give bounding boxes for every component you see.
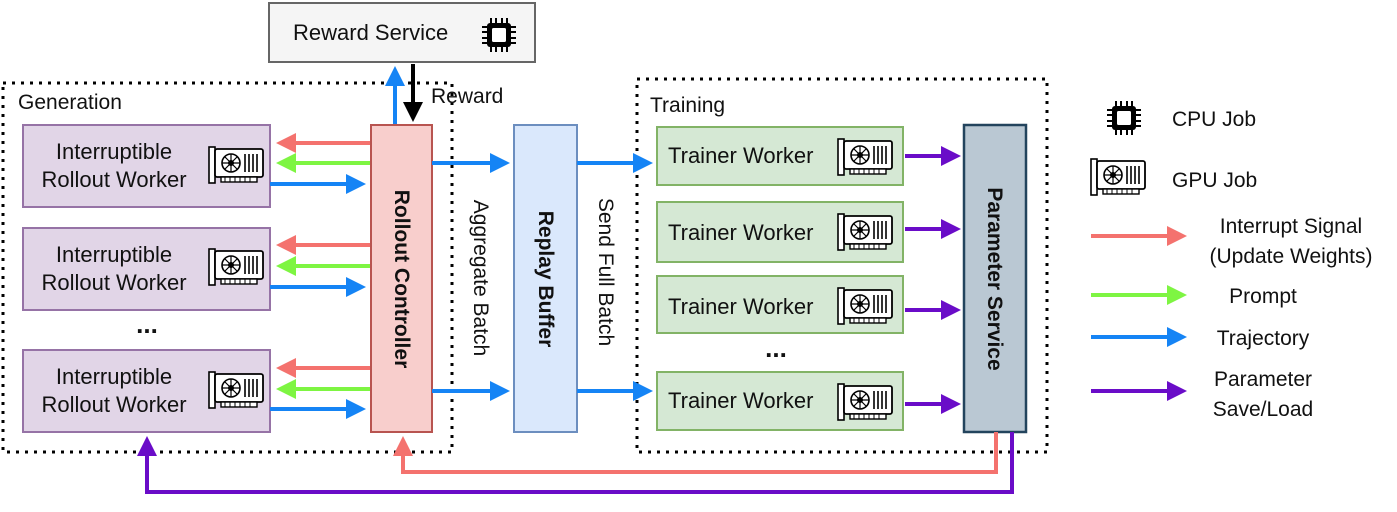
worker-controller-arrows — [270, 133, 370, 419]
reward-service-label: Reward Service — [293, 20, 448, 45]
legend-interrupt-line1: Interrupt Signal — [1220, 215, 1362, 238]
trainer-worker-4: Trainer Worker — [656, 371, 904, 431]
rollout-worker-2-line2: Rollout Worker — [41, 270, 186, 295]
gpu-card-icon — [837, 287, 893, 325]
legend-prompt: Prompt — [1229, 285, 1297, 308]
trainer-workers-ellipsis: ... — [765, 333, 787, 363]
trainer-worker-1-label: Trainer Worker — [668, 143, 813, 168]
legend-gpu-job: GPU Job — [1172, 169, 1257, 192]
trainer-to-param-arrows — [905, 146, 961, 414]
generation-group-border — [1, 81, 454, 454]
parameter-service-label: Parameter Service — [983, 187, 1006, 370]
trainer-worker-2: Trainer Worker — [656, 201, 904, 263]
reward-label: Reward — [431, 85, 503, 108]
generation-group-label: Generation — [18, 91, 122, 114]
interrupt-feedback-arrow — [393, 432, 998, 474]
legend: CPU Job GPU Job Interrupt Signal (Update… — [1090, 100, 1373, 421]
legend-cpu-job: CPU Job — [1172, 108, 1256, 131]
parameter-feedback-arrow — [137, 432, 1014, 494]
gpu-card-icon — [208, 371, 264, 409]
rollout-worker-1-line2: Rollout Worker — [41, 167, 186, 192]
rollout-controller-label: Rollout Controller — [390, 190, 413, 368]
gpu-card-icon — [1090, 158, 1146, 196]
legend-parameter-line1: Parameter — [1214, 368, 1312, 391]
trainer-worker-3-label: Trainer Worker — [668, 294, 813, 319]
rollout-worker-1-line1: Interruptible — [56, 139, 172, 164]
rollout-worker-3: Interruptible Rollout Worker — [22, 349, 271, 433]
replay-buffer-label: Replay Buffer — [534, 211, 557, 348]
rollout-worker-3-line2: Rollout Worker — [41, 392, 186, 417]
gpu-card-icon — [837, 213, 893, 251]
gpu-card-icon — [837, 383, 893, 421]
rollout-worker-2: Interruptible Rollout Worker — [22, 227, 271, 311]
trainer-worker-2-label: Trainer Worker — [668, 220, 813, 245]
trainer-worker-4-label: Trainer Worker — [668, 388, 813, 413]
trainer-worker-3: Trainer Worker — [656, 275, 904, 334]
trainer-worker-1: Trainer Worker — [656, 126, 904, 186]
legend-interrupt-line2: (Update Weights) — [1209, 245, 1372, 268]
training-group-border — [635, 77, 1049, 454]
cpu-chip-icon — [1106, 100, 1142, 136]
gpu-card-icon — [208, 146, 264, 184]
rollout-worker-1: Interruptible Rollout Worker — [22, 124, 271, 208]
reward-service-box: Reward Service — [268, 2, 536, 63]
training-group-label: Training — [650, 94, 725, 117]
rollout-controller-box: Rollout Controller — [370, 124, 433, 433]
rollout-workers-ellipsis: ... — [136, 309, 158, 339]
legend-parameter-line2: Save/Load — [1213, 398, 1313, 421]
parameter-service-box: Parameter Service — [962, 123, 1028, 434]
gpu-card-icon — [208, 248, 264, 286]
aggregate-batch-label: Aggregate Batch — [469, 200, 492, 356]
gpu-card-icon — [837, 138, 893, 176]
legend-trajectory: Trajectory — [1217, 327, 1310, 350]
rollout-worker-3-line1: Interruptible — [56, 364, 172, 389]
replay-buffer-box: Replay Buffer — [513, 124, 578, 433]
send-full-batch-label: Send Full Batch — [594, 198, 617, 346]
rollout-worker-2-line1: Interruptible — [56, 242, 172, 267]
